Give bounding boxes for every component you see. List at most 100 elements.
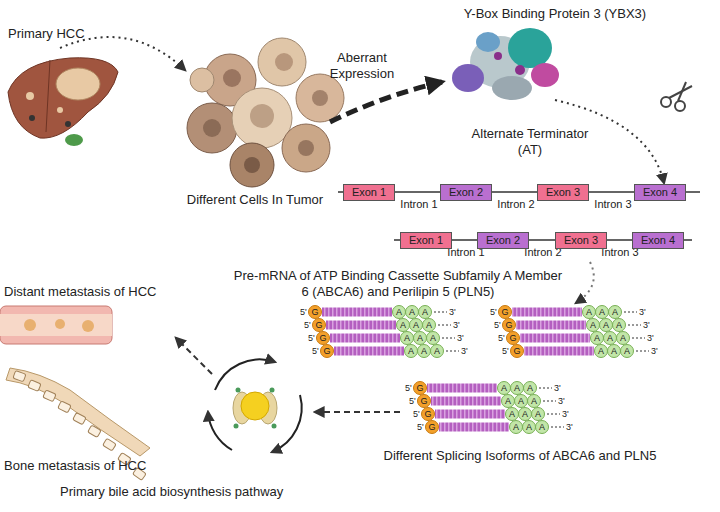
polya-circle xyxy=(519,408,532,421)
nucleotide-label: A xyxy=(514,383,520,393)
polya-circle xyxy=(604,332,617,345)
nucleotide-label: G xyxy=(505,320,512,330)
strand-end-label: 5' xyxy=(413,409,420,419)
exon-box: Exon 1 xyxy=(400,232,452,249)
polya-circle xyxy=(427,332,440,345)
tumor-cell-cluster xyxy=(230,143,274,187)
liver-illustration xyxy=(29,115,35,121)
dashed-arrow xyxy=(330,82,442,122)
strand-end-label: 3' xyxy=(566,422,573,432)
nucleotide-label: A xyxy=(527,383,533,393)
nucleotide-label: A xyxy=(616,320,622,330)
liver-illustration xyxy=(8,58,118,146)
intron-label: Intron 1 xyxy=(394,197,444,211)
polya-circle xyxy=(419,306,432,319)
mrna-body xyxy=(326,321,396,330)
intestine-illustration xyxy=(0,306,112,344)
exon-box: Exon 4 xyxy=(632,232,684,249)
polya-circle xyxy=(617,332,630,345)
liver-illustration xyxy=(57,107,63,113)
vertebra xyxy=(88,425,102,437)
polya-circle xyxy=(506,408,519,421)
nucleotide-label: A xyxy=(518,396,524,406)
nucleotide-label: G xyxy=(420,396,427,406)
polya-circle xyxy=(406,306,419,319)
nucleotide-label: G xyxy=(311,307,318,317)
exon-box: Exon 3 xyxy=(555,232,607,249)
exon-label: Exon 3 xyxy=(564,234,598,246)
tumor-cell-cluster xyxy=(223,69,241,87)
polya-circle xyxy=(431,345,444,358)
caption-label: Different Splicing Isoforms of ABCA6 and… xyxy=(370,448,670,464)
cap-circle xyxy=(313,319,326,332)
strand-dash xyxy=(547,414,560,415)
mrna-body xyxy=(435,410,505,419)
mrna-body xyxy=(512,308,582,317)
nucleotide-label: A xyxy=(539,422,545,432)
cap-circle xyxy=(309,306,322,319)
exon-box: Exon 2 xyxy=(477,232,529,249)
bile-acid-cycle xyxy=(236,388,241,393)
tumor-cell-cluster xyxy=(244,157,260,173)
polya-circle xyxy=(613,319,626,332)
intestine-illustration xyxy=(0,314,112,336)
nucleotide-label: A xyxy=(430,333,436,343)
bile-acid-cycle xyxy=(241,392,269,420)
nucleotide-label: A xyxy=(501,383,507,393)
polya-circle xyxy=(583,306,596,319)
strand-dash xyxy=(539,388,552,389)
cap-circle xyxy=(426,421,439,434)
liver-illustration xyxy=(26,92,34,100)
protein-structure xyxy=(494,52,502,60)
nucleotide-label: A xyxy=(607,333,613,343)
nucleotide-label: A xyxy=(408,346,414,356)
nucleotide-label: A xyxy=(594,333,600,343)
strand-dash xyxy=(543,401,556,402)
protein-structure xyxy=(492,76,532,100)
tumor-cell-cluster xyxy=(232,88,292,148)
strand-end-label: 3' xyxy=(457,333,464,343)
bile-acid-cycle xyxy=(215,359,275,390)
tumor-cell-cluster xyxy=(275,53,293,71)
nucleotide-label: A xyxy=(598,346,604,356)
liver-illustration xyxy=(46,60,50,132)
nucleotide-label: A xyxy=(603,320,609,330)
strand-dash xyxy=(628,325,641,326)
mrna-body xyxy=(334,347,404,356)
tumor-cell-cluster xyxy=(250,104,274,128)
bile-acid-cycle xyxy=(208,359,302,452)
protein-structure xyxy=(508,28,552,68)
dotted-arrow xyxy=(555,100,664,183)
caption-label: Aberrant Expression xyxy=(322,50,402,82)
strand-end-label: 3' xyxy=(562,409,569,419)
polya-circle xyxy=(596,306,609,319)
polya-circle xyxy=(591,332,604,345)
bile-acid-cycle xyxy=(234,424,239,429)
mrna-strands xyxy=(309,306,650,434)
intestine-illustration xyxy=(0,306,112,344)
cap-circle xyxy=(422,408,435,421)
strand-end-label: 5' xyxy=(502,346,509,356)
strand-end-label: 3' xyxy=(639,307,646,317)
strand-end-label: 3' xyxy=(647,333,654,343)
nucleotide-label: A xyxy=(413,320,419,330)
polya-circle xyxy=(523,421,536,434)
polya-circle xyxy=(410,319,423,332)
nucleotide-label: G xyxy=(428,422,435,432)
strand-end-label: 3' xyxy=(651,346,658,356)
polya-circle xyxy=(401,332,414,345)
cap-circle xyxy=(507,332,520,345)
polya-circle xyxy=(405,345,418,358)
strand-dash xyxy=(438,325,451,326)
strand-dash xyxy=(636,351,649,352)
exon-box: Exon 1 xyxy=(343,184,395,201)
nucleotide-label: A xyxy=(505,396,511,406)
strand-dash xyxy=(624,312,637,313)
mrna-body xyxy=(322,308,392,317)
strand-dash xyxy=(442,338,455,339)
exon-label: Exon 1 xyxy=(409,234,443,246)
nucleotide-label: A xyxy=(513,422,519,432)
nucleotide-label: A xyxy=(400,320,406,330)
nucleotide-label: G xyxy=(509,333,516,343)
vertebra xyxy=(13,371,26,382)
